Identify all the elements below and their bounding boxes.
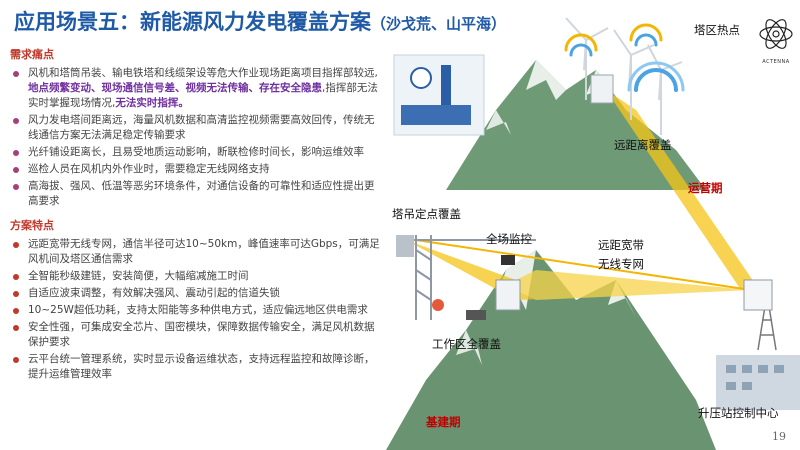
label-operation-phase: 运营期: [688, 181, 723, 195]
left-content: 需求痛点 风机和塔筒吊装、输电铁塔和线缆架设等危大作业现场距离项目指挥部较远,地…: [6, 46, 384, 442]
pain-points-list: 风机和塔筒吊装、输电铁塔和线缆架设等危大作业现场距离项目指挥部较远,地点频繁变动…: [6, 66, 384, 209]
features-list: 远距宽带无线专网，通信半径可达10~50km，峰值速率可达Gbps，可满足风机间…: [6, 237, 384, 382]
page-title: 应用场景五：新能源风力发电覆盖方案（沙戈荒、山平海）: [14, 6, 506, 36]
crane-cab-icon: [396, 235, 414, 257]
label-remote-broadband: 远距宽带: [598, 238, 644, 252]
diagram-illustration: [386, 17, 800, 450]
highlight-text: 无法实时指挥。: [115, 97, 189, 109]
pain-point-item: 高海拔、强风、低温等恶劣环境条件，对通信设备的可靠性和适应性提出更高要求: [6, 179, 384, 209]
highlight-text: 地点频繁变动、现场通信信号差、视频无法传输、存在安全隐患: [28, 82, 322, 94]
pain-point-item: 风力发电塔间距离远，海量风机数据和高清监控视频需要高效回传，传统无线通信方案无法…: [6, 113, 384, 143]
substation-building-icon: [716, 355, 800, 410]
features-heading: 方案特点: [10, 219, 54, 232]
title-main: 应用场景五：新能源风力发电覆盖方案: [14, 10, 371, 34]
coverage-diagram: 塔区热点 远距离覆盖 运营期 塔吊定点覆盖 全场监控 远距宽带 无线专网 工作区…: [386, 0, 800, 450]
logo-text: ACTENNA: [762, 59, 790, 65]
feature-item: 10~25W超低功耗，支持太阳能等多种供电方式，适应偏远地区供电需求: [6, 303, 384, 318]
feature-item: 全智能秒级建链，安装简便，大幅缩减施工时间: [6, 269, 384, 284]
label-crane-coverage: 塔吊定点覆盖: [392, 207, 461, 221]
pain-points-heading: 需求痛点: [10, 48, 54, 61]
radio-unit-icon: [495, 279, 521, 311]
label-tower-hotspot: 塔区热点: [694, 23, 740, 37]
equipment-inset-icon: [393, 54, 485, 136]
wireless-beam-icon: [406, 90, 756, 300]
pain-point-item: 光纤铺设距离长，且易受地质运动影响，断联检修时间长，影响运维效率: [6, 145, 384, 160]
vehicle-icon: [466, 310, 486, 320]
page-number: 19: [772, 430, 786, 443]
label-site-monitoring: 全场监控: [486, 232, 532, 246]
feature-item: 远距宽带无线专网，通信半径可达10~50km，峰值速率可达Gbps，可满足风机间…: [6, 237, 384, 267]
feature-item: 安全性强，可集成安全芯片、国密模块，保障数据传输安全，满足风机数据保护要求: [6, 320, 384, 350]
label-wireless-private-network: 无线专网: [598, 257, 644, 271]
camera-icon: [501, 255, 515, 265]
feature-item: 云平台统一管理系统，实时显示设备运维状态，支持远程监控和故障诊断，提升运维管理效…: [6, 352, 384, 382]
radio-unit-icon: [590, 74, 614, 104]
beam-line: [415, 239, 752, 291]
label-construction-phase: 基建期: [426, 415, 461, 429]
wifi-icon: [564, 23, 685, 92]
label-substation-control: 升压站控制中心: [698, 406, 779, 420]
pain-point-item: 风机和塔筒吊装、输电铁塔和线缆架设等危大作业现场距离项目指挥部较远,地点频繁变动…: [6, 66, 384, 111]
worker-icon: [432, 299, 444, 311]
tower-crane-icon: [396, 235, 536, 320]
title-subtitle: （沙戈荒、山平海）: [371, 15, 507, 33]
label-work-zone-coverage: 工作区全覆盖: [432, 337, 501, 351]
label-remote-coverage: 远距离覆盖: [614, 138, 672, 152]
actenna-logo-icon: [759, 19, 793, 49]
feature-item: 自适应波束调整，有效解决强风、震动引起的信道失锁: [6, 286, 384, 301]
radio-unit-icon: [743, 279, 773, 311]
pain-point-item: 巡检人员在风机内外作业时，需要稳定无线网络支持: [6, 162, 384, 177]
